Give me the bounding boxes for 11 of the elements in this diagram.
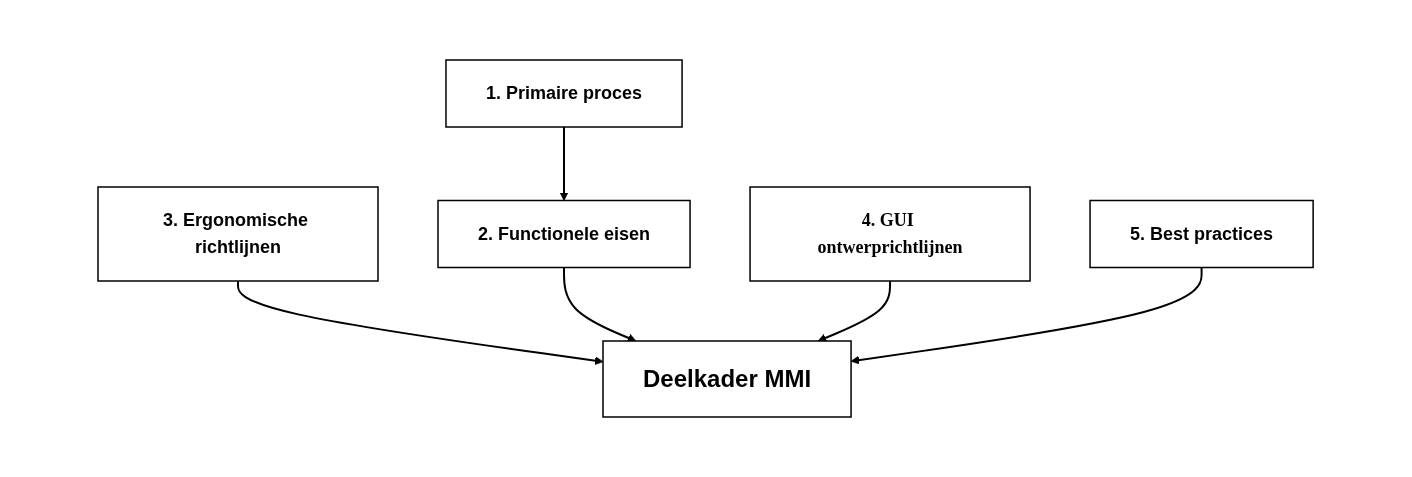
node-box: 1. Primaire proces (445, 59, 684, 128)
node-box: Deelkader MMI (602, 340, 853, 418)
node-box: 5. Best practices (1089, 199, 1315, 269)
arrow (560, 126, 569, 201)
node-box: 2. Functionele eisen (437, 199, 692, 269)
arrow (563, 266, 637, 342)
node-box: 4. GUI ontwerprichtlijnen (749, 186, 1032, 282)
node-box: 3. Ergonomische richtlijnen (97, 186, 380, 282)
arrow (818, 280, 892, 342)
arrow (851, 266, 1203, 365)
arrow (237, 280, 604, 365)
